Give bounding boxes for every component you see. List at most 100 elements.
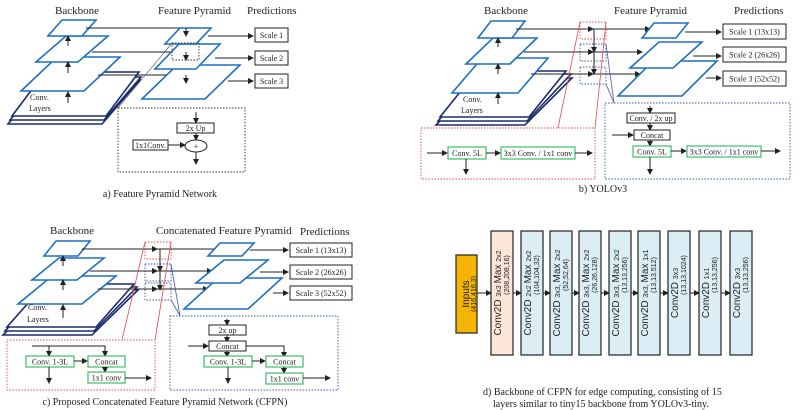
layer-block: Conv2D 3x3 (13,13,1024) xyxy=(667,230,691,356)
caption-a: a) Feature Pyramid Network xyxy=(103,189,217,200)
caption-d-line-1: d) Backbone of CFPN for edge computing, … xyxy=(483,387,722,398)
scale-1-box: Scale 1 xyxy=(254,27,289,43)
backbone-header: Backbone xyxy=(50,225,94,237)
panel-b-yolov3: Backbone Feature Pyramid Predictions Con… xyxy=(420,5,791,195)
layer-label: Conv2D 3x3 xyxy=(732,268,743,318)
caption-d-line-2: layers similar to tiny15 backbone from Y… xyxy=(493,399,709,410)
layer-label: Conv2D 3x3 xyxy=(670,268,681,318)
svg-text:Scale 2 (26x26): Scale 2 (26x26) xyxy=(296,268,347,277)
svg-text:Scale 3: Scale 3 xyxy=(260,77,283,86)
yolov3-red-detail: Conv. 5L 3x3 Conv. / 1x1 conv xyxy=(420,127,596,180)
conv-layers-label-2: Layers xyxy=(461,106,483,115)
conv-upsample-box xyxy=(626,112,676,124)
scale-3-box: Scale 3 xyxy=(254,73,289,89)
svg-text:Scale 1 (13x13): Scale 1 (13x13) xyxy=(296,246,347,255)
conv-layers-label-2: Layers xyxy=(27,315,49,324)
pyramid-header: Feature Pyramid xyxy=(158,5,232,17)
layer-shape: (26,26,128) xyxy=(592,257,599,293)
pyramid-header: Concatenated Feature Pyramid xyxy=(156,225,292,237)
svg-text:Conv. 5L: Conv. 5L xyxy=(637,148,667,157)
layer-block: Conv2D 3x3, Max 2x2(13,13,256) xyxy=(608,230,632,356)
scale-1-box: Scale 1 (13x13) xyxy=(289,242,353,258)
predictions-header: Predictions xyxy=(300,226,350,238)
svg-text:1x1Conv.: 1x1Conv. xyxy=(135,141,166,150)
layer-shape: (13,13,256) xyxy=(712,257,719,293)
caption-c: c) Proposed Concatenated Feature Pyramid… xyxy=(43,397,288,408)
svg-text:1x1 conv: 1x1 conv xyxy=(92,374,122,383)
svg-text:2x up: 2x up xyxy=(219,326,237,335)
conv-layers-label: Conv. xyxy=(30,93,49,102)
conv-layers-label-2: Layers xyxy=(29,104,51,113)
scale-3-box: Scale 3 (52x52) xyxy=(289,285,353,301)
layer-block: Conv2D 3x3, Max 2x2(52,52,64) xyxy=(549,230,573,356)
svg-text:Conv. / 2x up: Conv. / 2x up xyxy=(629,114,672,123)
svg-text:Scale 1 (13x13): Scale 1 (13x13) xyxy=(729,28,780,37)
svg-text:Scale 3 (52x52): Scale 3 (52x52) xyxy=(729,75,780,84)
layer-label: Conv2D 3x3, Max 2x2 xyxy=(552,249,563,336)
layer-shape: (104,104,32) xyxy=(534,255,541,295)
pyramid-planes xyxy=(616,22,719,97)
backbone-header: Backbone xyxy=(484,5,528,17)
scale-3-box: Scale 3 (52x52) xyxy=(722,70,787,87)
layer-shape: (52,52,64) xyxy=(563,259,570,291)
svg-text:+: + xyxy=(194,142,199,151)
cfpn-blue-detail: 2x up Concat Conv. 1-3L Concat 1x1 conv xyxy=(169,315,339,391)
layer-block: Conv2D 3x3 Max 2x2(208,208,16) xyxy=(490,230,514,356)
conv-layers-label: Conv. xyxy=(463,95,482,104)
cfpn-red-detail: Conv. 1-3L Concat 1x1 conv xyxy=(6,339,156,391)
layer-label: Conv2D 2x2 Max 2x2 xyxy=(523,250,534,335)
svg-text:Scale 1: Scale 1 xyxy=(260,31,283,40)
pyramid-planes xyxy=(140,27,242,100)
panel-c-cfpn: Backbone Concatenated Feature Pyramid Pr… xyxy=(1,225,353,408)
layer-block: Conv2D 3x3, Max 1x1(13,13,512) xyxy=(637,230,661,356)
caption-b: b) YOLOv3 xyxy=(579,184,627,195)
panel-a-fpn: Backbone Feature Pyramid Predictions Con… xyxy=(6,5,297,200)
layer-label: Conv2D 3x3, Max 1x1 xyxy=(640,249,651,336)
layer-shape: (13,13,256) xyxy=(622,257,629,293)
svg-text:Concat: Concat xyxy=(95,358,118,367)
layer-shape: (13,13,1024) xyxy=(681,255,688,295)
svg-text:Scale 2 (26x26): Scale 2 (26x26) xyxy=(729,51,780,60)
scale-2-box: Scale 2 xyxy=(254,50,289,66)
svg-text:Conv. 5L: Conv. 5L xyxy=(452,149,482,158)
layer-block: Conv2D 3x3, Max 2x2(26,26,128) xyxy=(578,230,602,356)
svg-text:Scale 3 (52x52): Scale 3 (52x52) xyxy=(296,289,347,298)
svg-text:3x3 Conv. / 1x1 conv: 3x3 Conv. / 1x1 conv xyxy=(690,148,759,157)
backbone-planes xyxy=(450,20,550,94)
yolov3-blue-detail: Conv. / 2x up Concat Conv. 5L 3x3 Conv. … xyxy=(604,102,791,180)
layer-block: Conv2D 1x1 (13,13,256) xyxy=(698,230,722,356)
predictions-header: Predictions xyxy=(734,5,784,17)
svg-text:1x1 conv: 1x1 conv xyxy=(270,375,300,384)
layer-shape: (13,13,256) xyxy=(743,257,750,293)
predictions-header: Predictions xyxy=(247,5,297,17)
layer-label: Conv2D 1x1 xyxy=(701,268,712,318)
layer-block: Conv2D 2x2 Max 2x2(104,104,32) xyxy=(520,230,544,356)
pyramid-planes xyxy=(181,242,285,310)
pyramid-header: Feature Pyramid xyxy=(614,5,688,17)
layer-label: Conv2D 3x3 Max 2x2 xyxy=(493,250,504,335)
backbone-header: Backbone xyxy=(55,5,99,17)
svg-text:Scale 2: Scale 2 xyxy=(260,54,283,63)
layer-shape: (13,13,512) xyxy=(651,257,658,293)
layer-shape: (208,208,16) xyxy=(504,255,511,295)
input-shape: (416,416,3) xyxy=(471,276,478,312)
concat-box xyxy=(633,129,671,141)
svg-text:Concat: Concat xyxy=(216,342,239,351)
input-block: Inputs(416,416,3) xyxy=(455,254,478,334)
svg-text:Concat: Concat xyxy=(273,358,296,367)
input-label: Inputs xyxy=(461,280,472,307)
scale-2-box: Scale 2 (26x26) xyxy=(722,46,787,63)
layer-block: Conv2D 3x3 (13,13,256) xyxy=(729,230,753,356)
layer-label: Conv2D 3x3, Max 2x2 xyxy=(581,249,592,336)
scale-2-box: Scale 2 (26x26) xyxy=(289,264,353,280)
svg-text:2x Up: 2x Up xyxy=(186,124,206,133)
layer-label: Conv2D 3x3, Max 2x2 xyxy=(611,249,622,336)
svg-text:Concat: Concat xyxy=(641,131,664,140)
svg-text:Conv. 1-3L: Conv. 1-3L xyxy=(32,358,68,367)
svg-text:Conv. 1-3L: Conv. 1-3L xyxy=(210,358,246,367)
fpn-merge-detail: 2x Up 1x1Conv. + xyxy=(117,107,246,173)
panel-d-backbone: Inputs(416,416,3) Conv2D 3x3 Max 2x2(208,… xyxy=(455,230,753,410)
scale-1-box: Scale 1 (13x13) xyxy=(722,23,787,40)
conv-layers-label: Conv. xyxy=(28,303,47,312)
